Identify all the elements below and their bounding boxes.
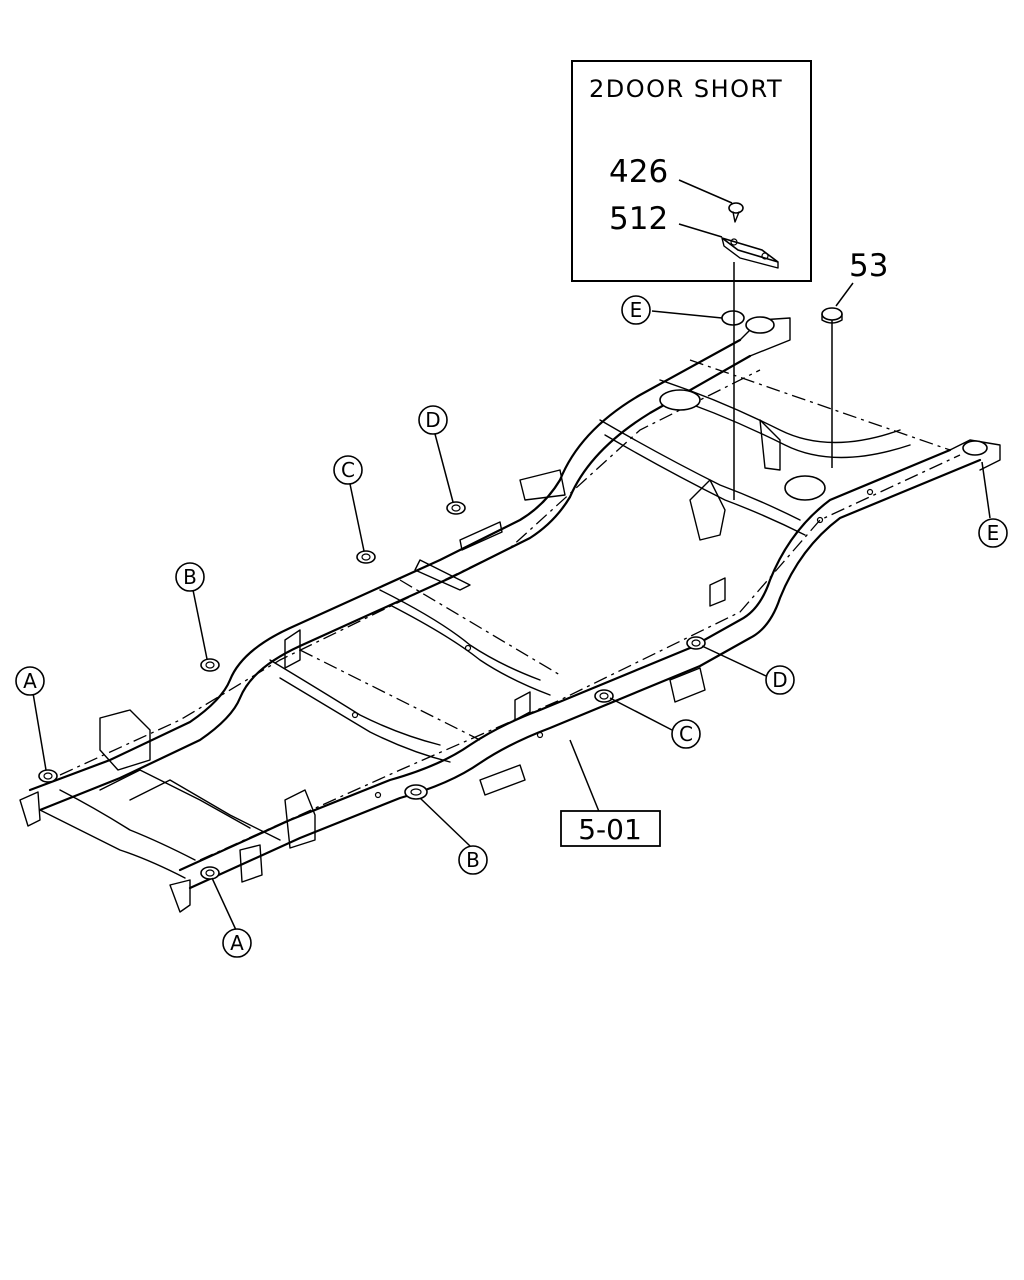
callout-a-right: A xyxy=(222,928,252,958)
leader-lines xyxy=(32,262,991,931)
bracket-512-icon xyxy=(721,237,779,269)
mount-d-left xyxy=(446,501,466,515)
callout-e-rear: E xyxy=(978,518,1008,548)
mount-c-left xyxy=(356,550,376,564)
reference-box-label: 5-01 xyxy=(578,813,642,846)
callout-b-right-label: B xyxy=(466,848,480,872)
callout-a-left: A xyxy=(15,666,45,696)
callout-a-right-label: A xyxy=(230,931,244,955)
inset-panel: 2DOOR SHORT 426 512 xyxy=(571,60,812,282)
part-number-512: 512 xyxy=(609,201,668,237)
callout-e-rear-label: E xyxy=(987,521,1000,545)
screw-426-icon xyxy=(728,202,744,223)
callout-d-left: D xyxy=(418,405,448,435)
mount-e-top xyxy=(721,310,745,326)
callout-d-right-label: D xyxy=(772,668,787,692)
mount-b-left xyxy=(200,658,220,672)
callout-d-right: D xyxy=(765,665,795,695)
callout-b-left: B xyxy=(175,562,205,592)
callout-c-left-label: C xyxy=(341,458,355,482)
reference-box-5-01[interactable]: 5-01 xyxy=(560,810,661,847)
callout-b-left-label: B xyxy=(183,565,197,589)
mount-a-right xyxy=(200,866,220,880)
callout-e-top-label: E xyxy=(630,298,643,322)
inset-title: 2DOOR SHORT xyxy=(589,75,783,103)
mount-a-left xyxy=(38,769,58,783)
callout-c-right: C xyxy=(671,719,701,749)
callout-c-left: C xyxy=(333,455,363,485)
part-number-53: 53 xyxy=(849,248,888,284)
callout-c-right-label: C xyxy=(679,722,693,746)
mount-c-right xyxy=(594,689,614,703)
mount-d-right xyxy=(686,636,706,650)
body-mounts xyxy=(38,307,843,880)
callout-d-left-label: D xyxy=(425,408,440,432)
callout-a-left-label: A xyxy=(23,669,37,693)
callout-b-right: B xyxy=(458,845,488,875)
callout-e-top: E xyxy=(621,295,651,325)
mount-b-right xyxy=(404,784,428,800)
ladder-frame xyxy=(19,316,1001,913)
part-number-426: 426 xyxy=(609,154,668,190)
